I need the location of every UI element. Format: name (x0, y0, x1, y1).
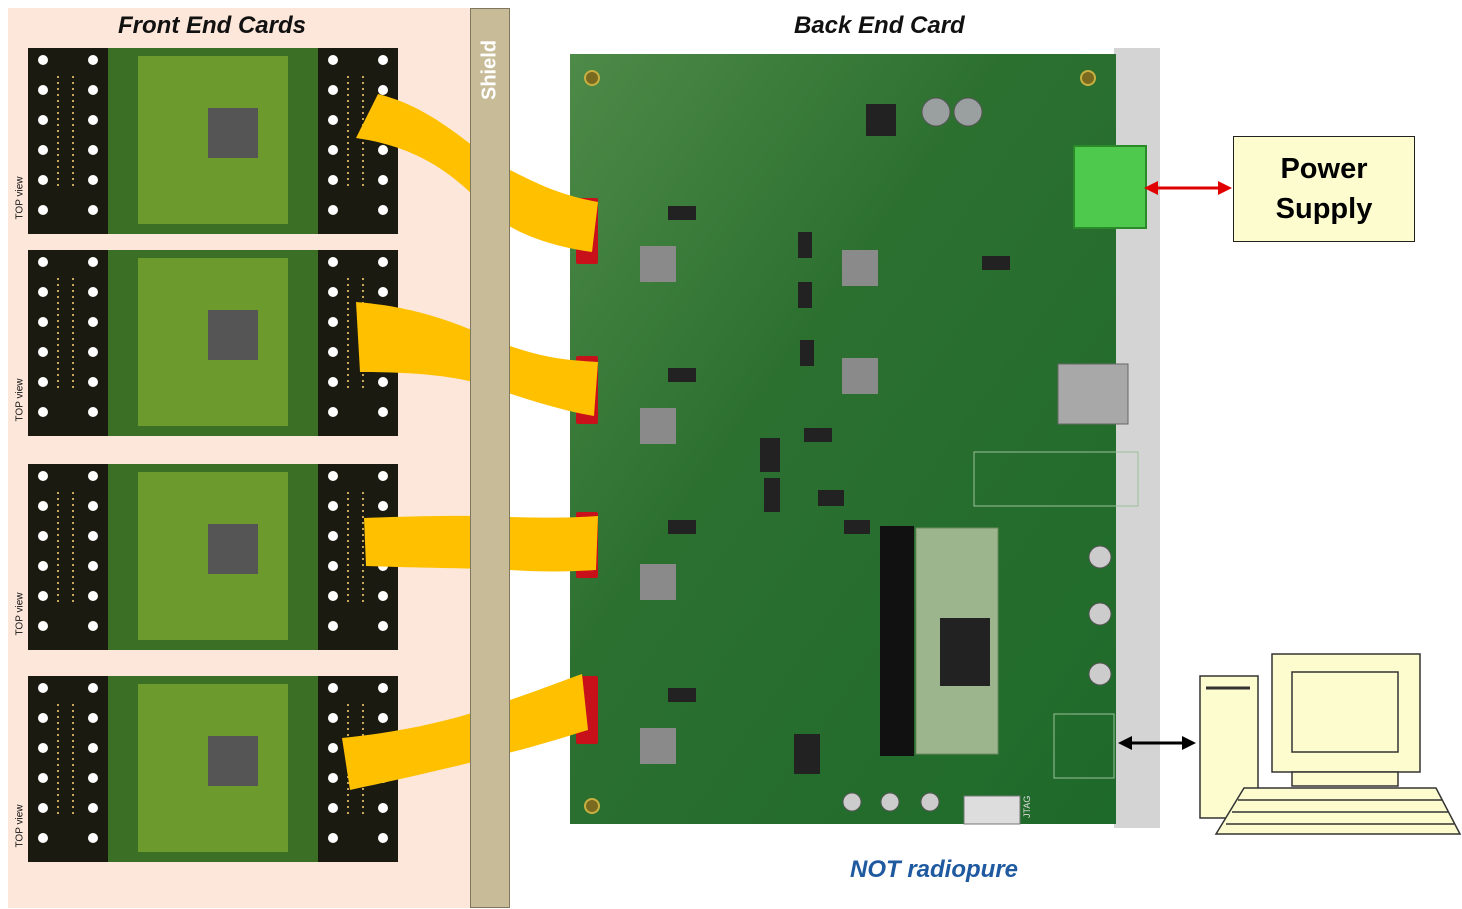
not-radiopure-label: NOT radiopure (850, 856, 1019, 883)
jtag-label: JTAG (1022, 796, 1032, 818)
computer-icon (1199, 653, 1462, 835)
shield (470, 8, 510, 908)
power-connector (1073, 145, 1147, 229)
jtag-connector (963, 795, 1021, 825)
power-supply-box: Power Supply (1233, 136, 1415, 242)
power-supply-label: Power Supply (1275, 153, 1373, 225)
front-end-card-2: TOP view (13, 248, 399, 438)
memory-slot (880, 526, 914, 756)
front-end-card-pcb (28, 676, 398, 862)
computer-arrow (1118, 736, 1196, 750)
front-end-card-pcb (28, 250, 398, 436)
front-end-card-1: TOP view (13, 46, 399, 236)
front-end-card-pcb (28, 464, 398, 650)
ethernet-port (1057, 363, 1129, 425)
front-end-title: Front End Cards (118, 12, 307, 39)
back-end-title: Back End Card (794, 12, 965, 39)
front-end-card-4: TOP view (13, 674, 399, 864)
front-end-card-3: TOP view (13, 462, 399, 652)
front-end-card-pcb (28, 48, 398, 234)
power-arrow (1144, 181, 1232, 195)
shield-label: Shield (478, 39, 501, 101)
